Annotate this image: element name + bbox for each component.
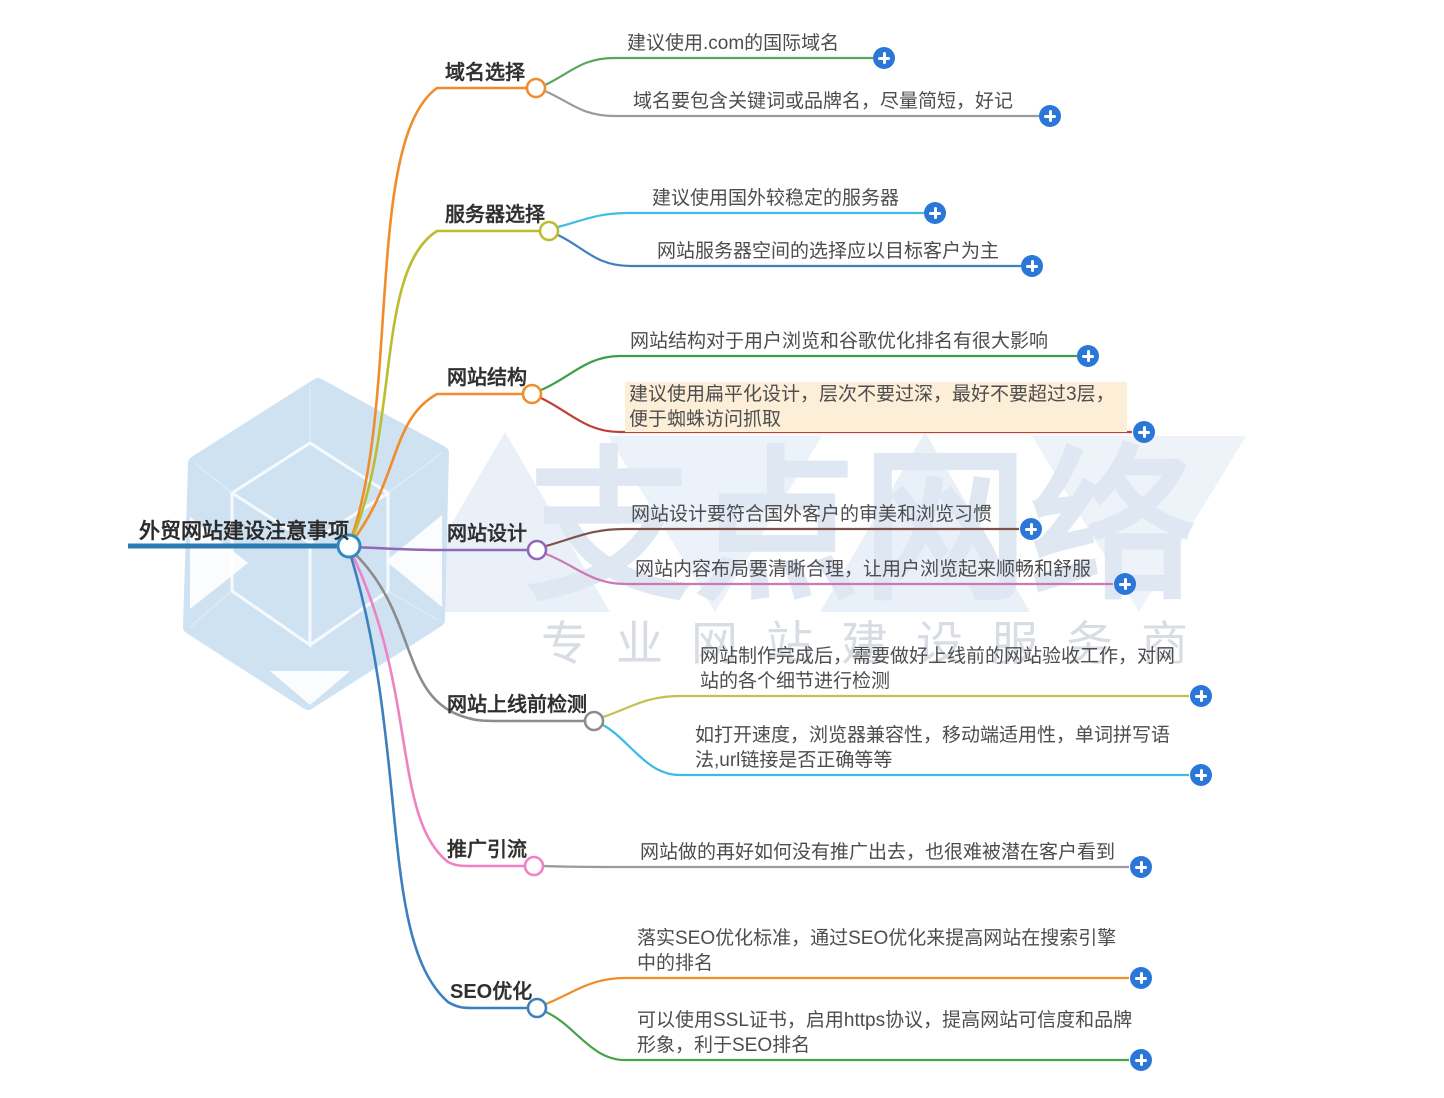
leaf-line [545,1010,1129,1062]
plus-icon[interactable] [1114,573,1136,595]
leaf-line [602,694,1189,719]
branch-line-server [349,229,540,542]
topic-node-handle[interactable] [583,710,605,732]
leaf-line [557,234,1021,268]
leaf-line [544,89,1039,118]
plus-icon[interactable] [1020,518,1042,540]
plus-icon[interactable] [1130,856,1152,878]
leaf-line [557,211,924,229]
leaf-node[interactable]: 落实SEO优化标准，通过SEO优化来提高网站在搜索引擎中的排名 [637,928,1117,974]
leaf-node[interactable]: 域名要包含关键词或品牌名，尽量简短，好记 [633,91,1014,112]
leaf-node[interactable]: 网站结构对于用户浏览和谷歌优化排名有很大影响 [630,331,1049,352]
branch-line-seo [348,552,528,1010]
topic-site-design[interactable]: 网站设计 [447,523,527,545]
branch-line-domain [349,86,527,540]
leaf-line [545,976,1129,1006]
leaf-line [540,397,1132,434]
topic-promotion[interactable]: 推广引流 [447,839,527,861]
leaf-line [540,354,1077,392]
leaf-line [602,724,1189,777]
branch-line-pretest [351,550,585,723]
leaf-node[interactable]: 网站内容布局要清晰合理，让用户浏览起来顺畅和舒服 [635,559,1092,580]
plus-icon[interactable] [1190,764,1212,786]
leaf-node[interactable]: 可以使用SSL证书，启用https协议，提高网站可信度和品牌形象，利于SEO排名 [637,1010,1133,1056]
leaf-line [542,864,1129,869]
plus-icon[interactable] [1130,967,1152,989]
leaf-node[interactable]: 网站制作完成后，需要做好上线前的网站验收工作，对网站的各个细节进行检测 [700,646,1176,692]
leaf-node[interactable]: 网站做的再好如何没有推广出去，也很难被潜在客户看到 [640,842,1116,863]
branch-line-structure [349,392,523,544]
root-node-handle[interactable] [336,533,362,559]
topic-server-selection[interactable]: 服务器选择 [445,204,545,226]
leaf-node[interactable]: 建议使用国外较稳定的服务器 [652,188,900,209]
plus-icon[interactable] [1130,1049,1152,1071]
topic-node-handle[interactable] [526,539,548,561]
plus-icon[interactable] [1021,255,1043,277]
topic-node-handle[interactable] [523,855,545,877]
topic-seo[interactable]: SEO优化 [450,981,533,1003]
topic-site-structure[interactable]: 网站结构 [447,367,527,389]
plus-icon[interactable] [924,202,946,224]
watermark-tagline-text: 专业网站建设服务商 [541,617,1216,670]
leaf-line [545,552,1113,586]
topic-node-handle[interactable] [525,77,547,99]
plus-icon[interactable] [1190,685,1212,707]
leaf-node[interactable]: 如打开速度，浏览器兼容性，移动端适用性，单词拼写语法,url链接是否正确等等 [695,725,1171,771]
leaf-node[interactable]: 建议使用.com的国际域名 [627,33,840,54]
topic-prelaunch-testing[interactable]: 网站上线前检测 [447,694,587,716]
leaf-node-highlighted[interactable]: 建议使用扁平化设计，层次不要过深，最好不要超过3层，便于蜘蛛访问抓取 [625,382,1127,432]
topic-node-handle[interactable] [526,997,548,1019]
plus-icon[interactable] [1133,421,1155,443]
root-node-label[interactable]: 外贸网站建设注意事项 [139,520,349,543]
leaf-line [545,527,1019,548]
plus-icon[interactable] [1077,345,1099,367]
topic-node-handle[interactable] [521,383,543,405]
leaf-node[interactable]: 网站服务器空间的选择应以目标客户为主 [657,241,1000,262]
leaf-line [544,56,873,86]
leaf-node[interactable]: 网站设计要符合国外客户的审美和浏览习惯 [631,504,993,525]
plus-icon[interactable] [1039,105,1061,127]
branch-line-design [352,545,528,552]
topic-node-handle[interactable] [538,220,560,242]
branch-line-promotion [349,551,525,868]
plus-icon[interactable] [873,47,895,69]
topic-domain-selection[interactable]: 域名选择 [445,62,525,84]
